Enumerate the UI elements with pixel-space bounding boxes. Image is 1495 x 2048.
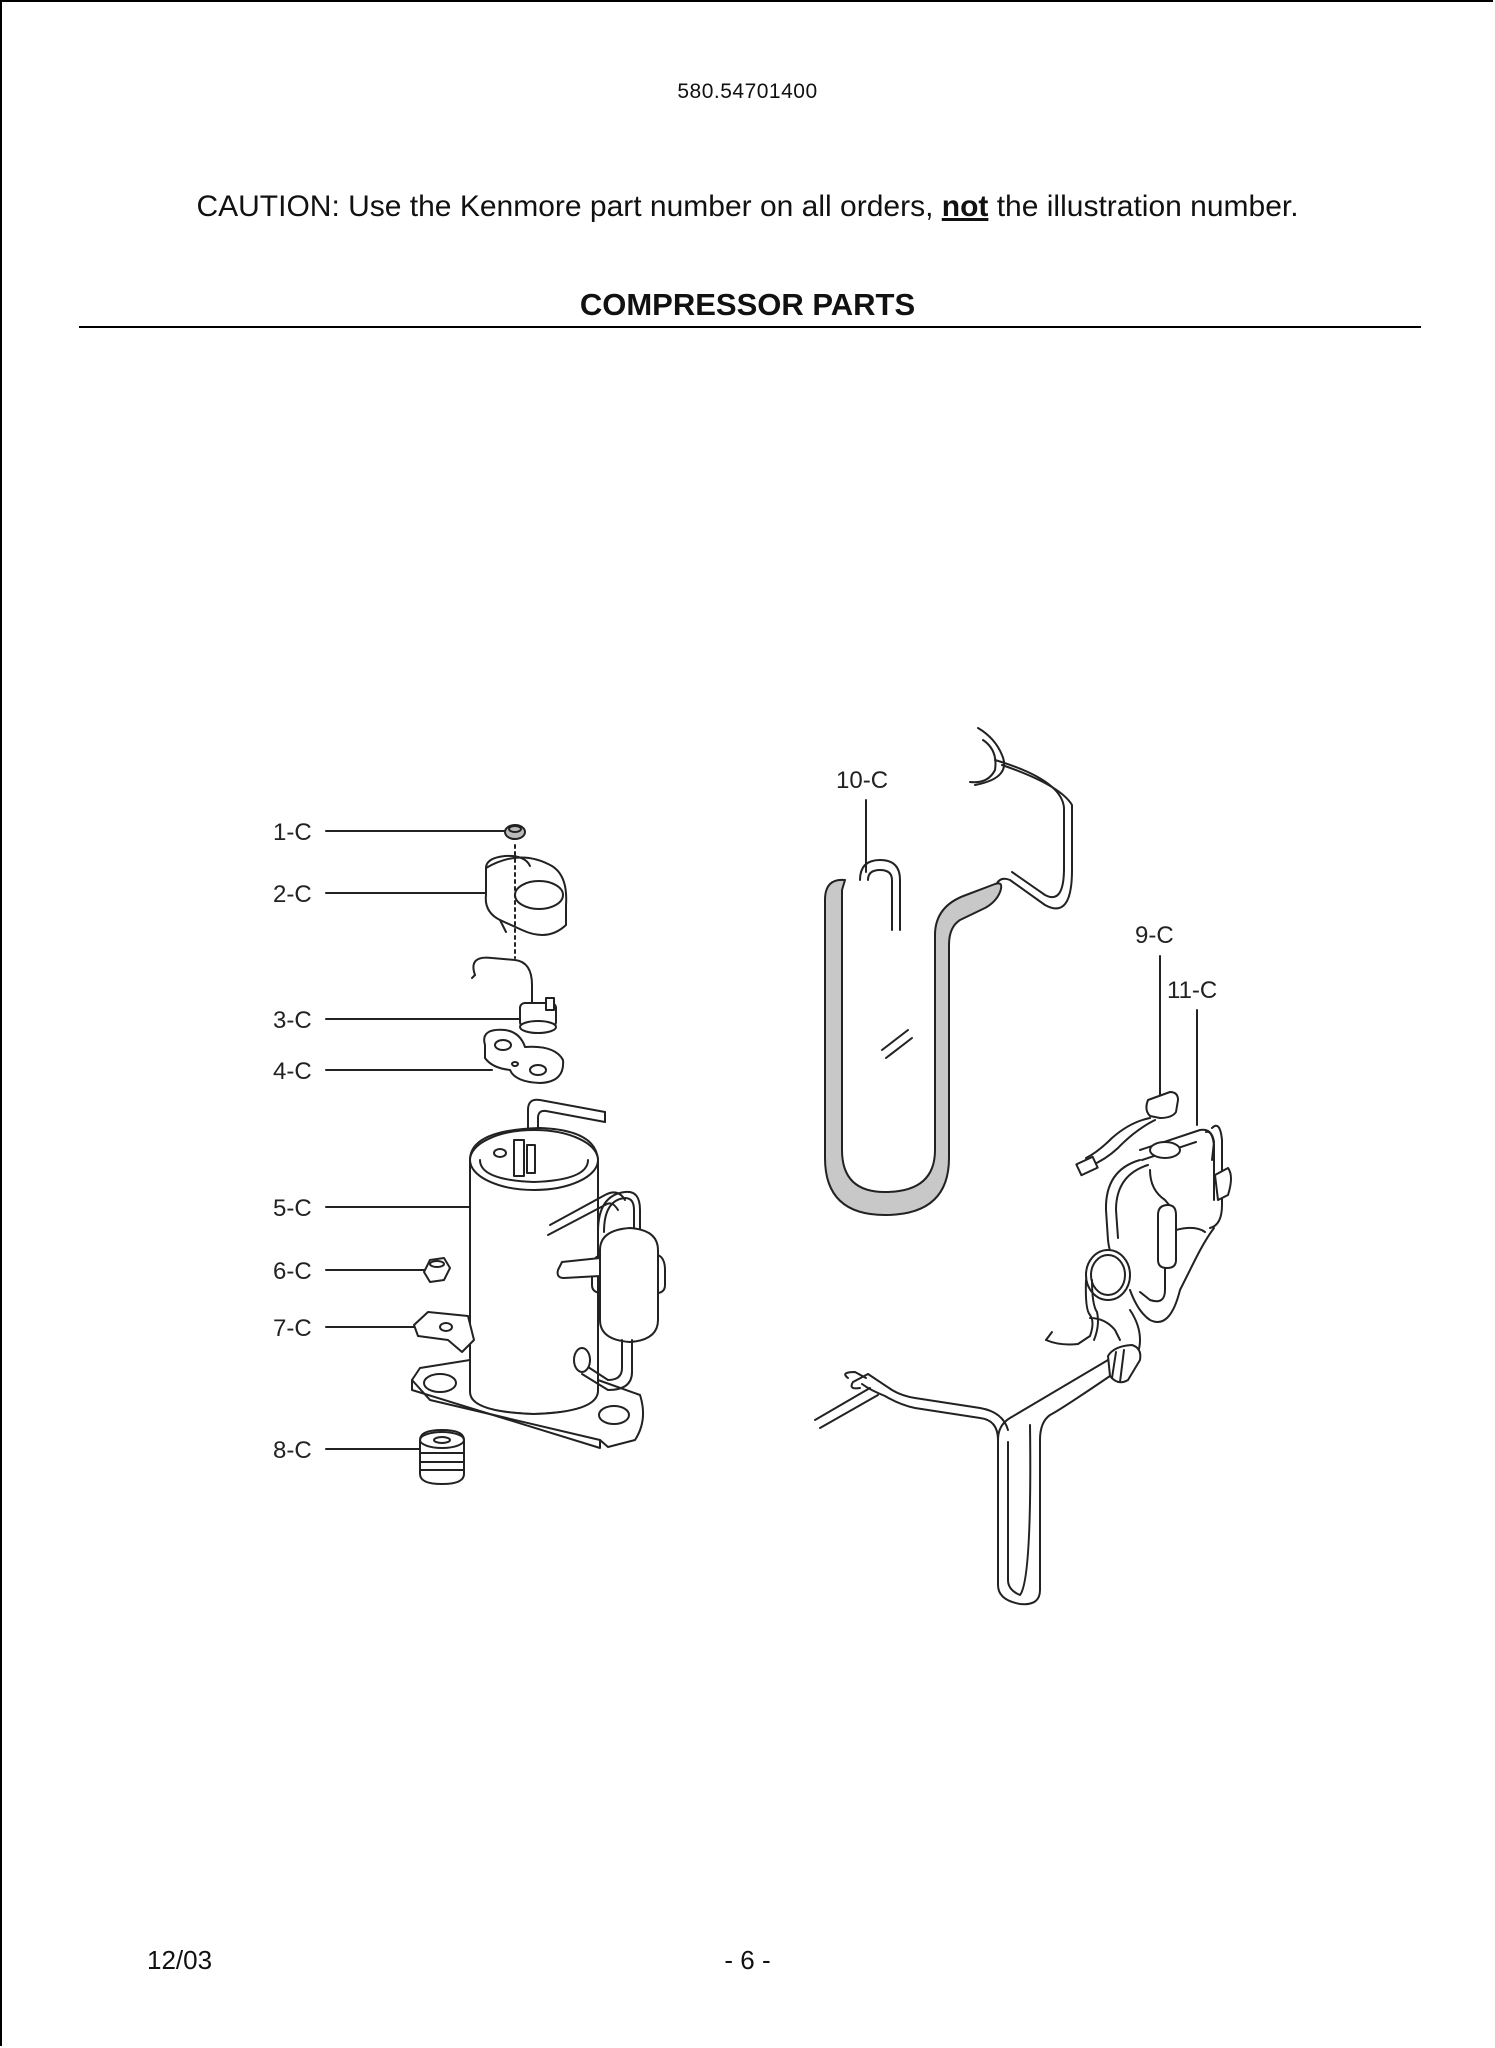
caution-text-suffix: the illustration number. xyxy=(988,190,1299,223)
part-3c-overload-protector xyxy=(471,956,557,1034)
callout-7c: 7-C xyxy=(273,1315,312,1342)
section-title: COMPRESSOR PARTS xyxy=(579,287,916,322)
part-2c-terminal-cover xyxy=(484,844,568,959)
part-5c-compressor xyxy=(411,1098,645,1449)
leader-lines-left xyxy=(325,830,531,1450)
callout-8c: 8-C xyxy=(273,1437,312,1464)
callout-6c: 6-C xyxy=(273,1258,312,1285)
footer-date: 12/03 xyxy=(147,1945,213,1975)
callout-labels: 1-C 2-C 3-C 4-C 5-C 6-C 7-C 8-C 9-C 10-C… xyxy=(273,767,1217,1464)
part-9c-11c-valve-assembly xyxy=(814,1091,1232,1606)
model-number: 580.54701400 xyxy=(677,80,818,103)
part-4c-gasket xyxy=(483,1028,565,1084)
part-10c-suction-pipe xyxy=(824,727,1073,1216)
callout-9c: 9-C xyxy=(1135,922,1174,949)
callout-4c: 4-C xyxy=(273,1058,312,1085)
part-6c-nut xyxy=(423,1257,451,1283)
callout-3c: 3-C xyxy=(273,1007,312,1034)
callout-10c: 10-C xyxy=(836,767,888,794)
leader-lines-right xyxy=(865,799,1198,1126)
part-7c-washer xyxy=(413,1311,475,1353)
part-8c-grommet xyxy=(419,1429,465,1485)
callout-2c: 2-C xyxy=(273,881,312,908)
caution-text-prefix: CAUTION: Use the Kenmore part number on … xyxy=(196,190,942,223)
part-1c-nut xyxy=(504,824,526,840)
callout-1c: 1-C xyxy=(273,819,312,846)
title-rule xyxy=(79,326,1421,328)
caution-emphasis: not xyxy=(941,190,989,223)
callout-5c: 5-C xyxy=(273,1195,312,1222)
footer-page-number: - 6 - xyxy=(724,1945,771,1975)
caution-notice: CAUTION: Use the Kenmore part number on … xyxy=(0,190,1495,224)
accumulator xyxy=(556,1190,666,1391)
callout-11c: 11-C xyxy=(1167,977,1217,1004)
